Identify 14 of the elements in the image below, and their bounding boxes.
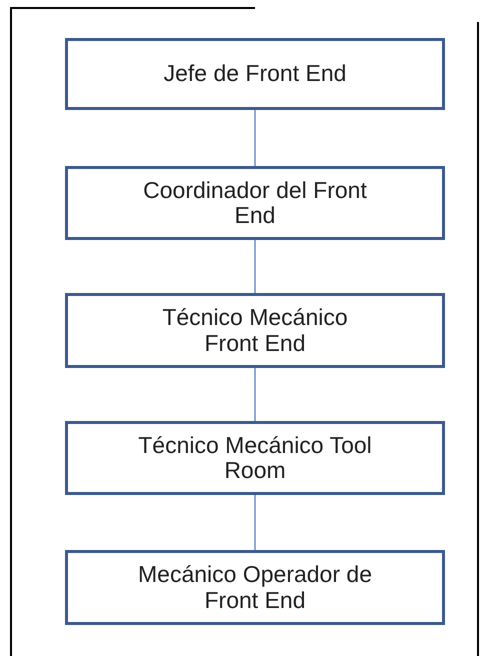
role-box [65, 38, 445, 110]
role-title: Coordinador del Front End [142, 178, 368, 228]
connector-line [254, 495, 256, 550]
role-title: Mecánico Operador de Front End [137, 562, 373, 613]
role-box [65, 550, 445, 625]
role-title: Técnico Mecánico Tool Room [137, 432, 373, 484]
connector-line [254, 240, 256, 293]
role-box [65, 293, 445, 368]
connector-line [254, 110, 256, 166]
role-box [65, 166, 445, 240]
role-box [65, 421, 445, 495]
role-title: Jefe de Front End [164, 61, 346, 87]
connector-line [254, 368, 256, 421]
role-title: Técnico Mecánico Front End [161, 305, 349, 356]
